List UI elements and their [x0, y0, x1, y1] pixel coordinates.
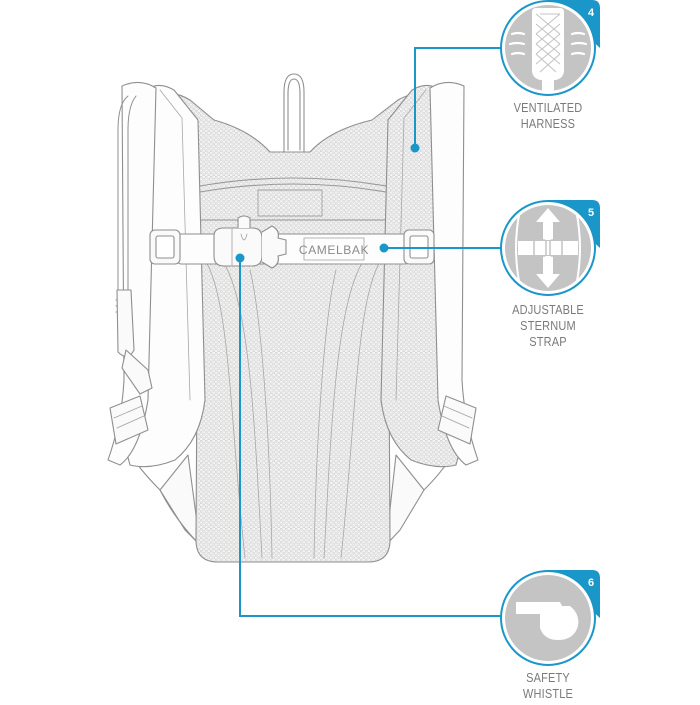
- feature-number-badge: 4: [588, 7, 595, 19]
- leader-line-safety-whistle: [239, 258, 502, 617]
- mesh-airflow-icon: [508, 8, 588, 92]
- callout-dot-safety-whistle: [235, 253, 245, 263]
- feature-4-icon: 4: [500, 0, 600, 96]
- backpack-body: [107, 73, 479, 563]
- whistle-icon: [516, 602, 579, 640]
- feature-label-adjustable-sternum-strap: ADJUSTABLE STERNUM STRAP: [512, 303, 584, 349]
- feature-number-badge: 5: [588, 207, 594, 219]
- sternum-adjust-icon: [515, 208, 581, 288]
- leader-lines: [239, 47, 502, 617]
- feature-5-icon: 5: [500, 200, 600, 296]
- callout-dot-sternum-strap: [379, 243, 389, 253]
- feature-6-icon: 6: [500, 570, 600, 666]
- feature-label-safety-whistle: SAFETY WHISTLE: [522, 671, 574, 701]
- callout-dot-ventilated-harness: [410, 143, 420, 153]
- brand-logo: CAMELBAK: [299, 243, 369, 257]
- feature-label-ventilated-harness: VENTILATED HARNESS: [513, 101, 583, 131]
- feature-number-badge: 6: [588, 577, 594, 589]
- leader-line-ventilated-harness: [414, 47, 502, 148]
